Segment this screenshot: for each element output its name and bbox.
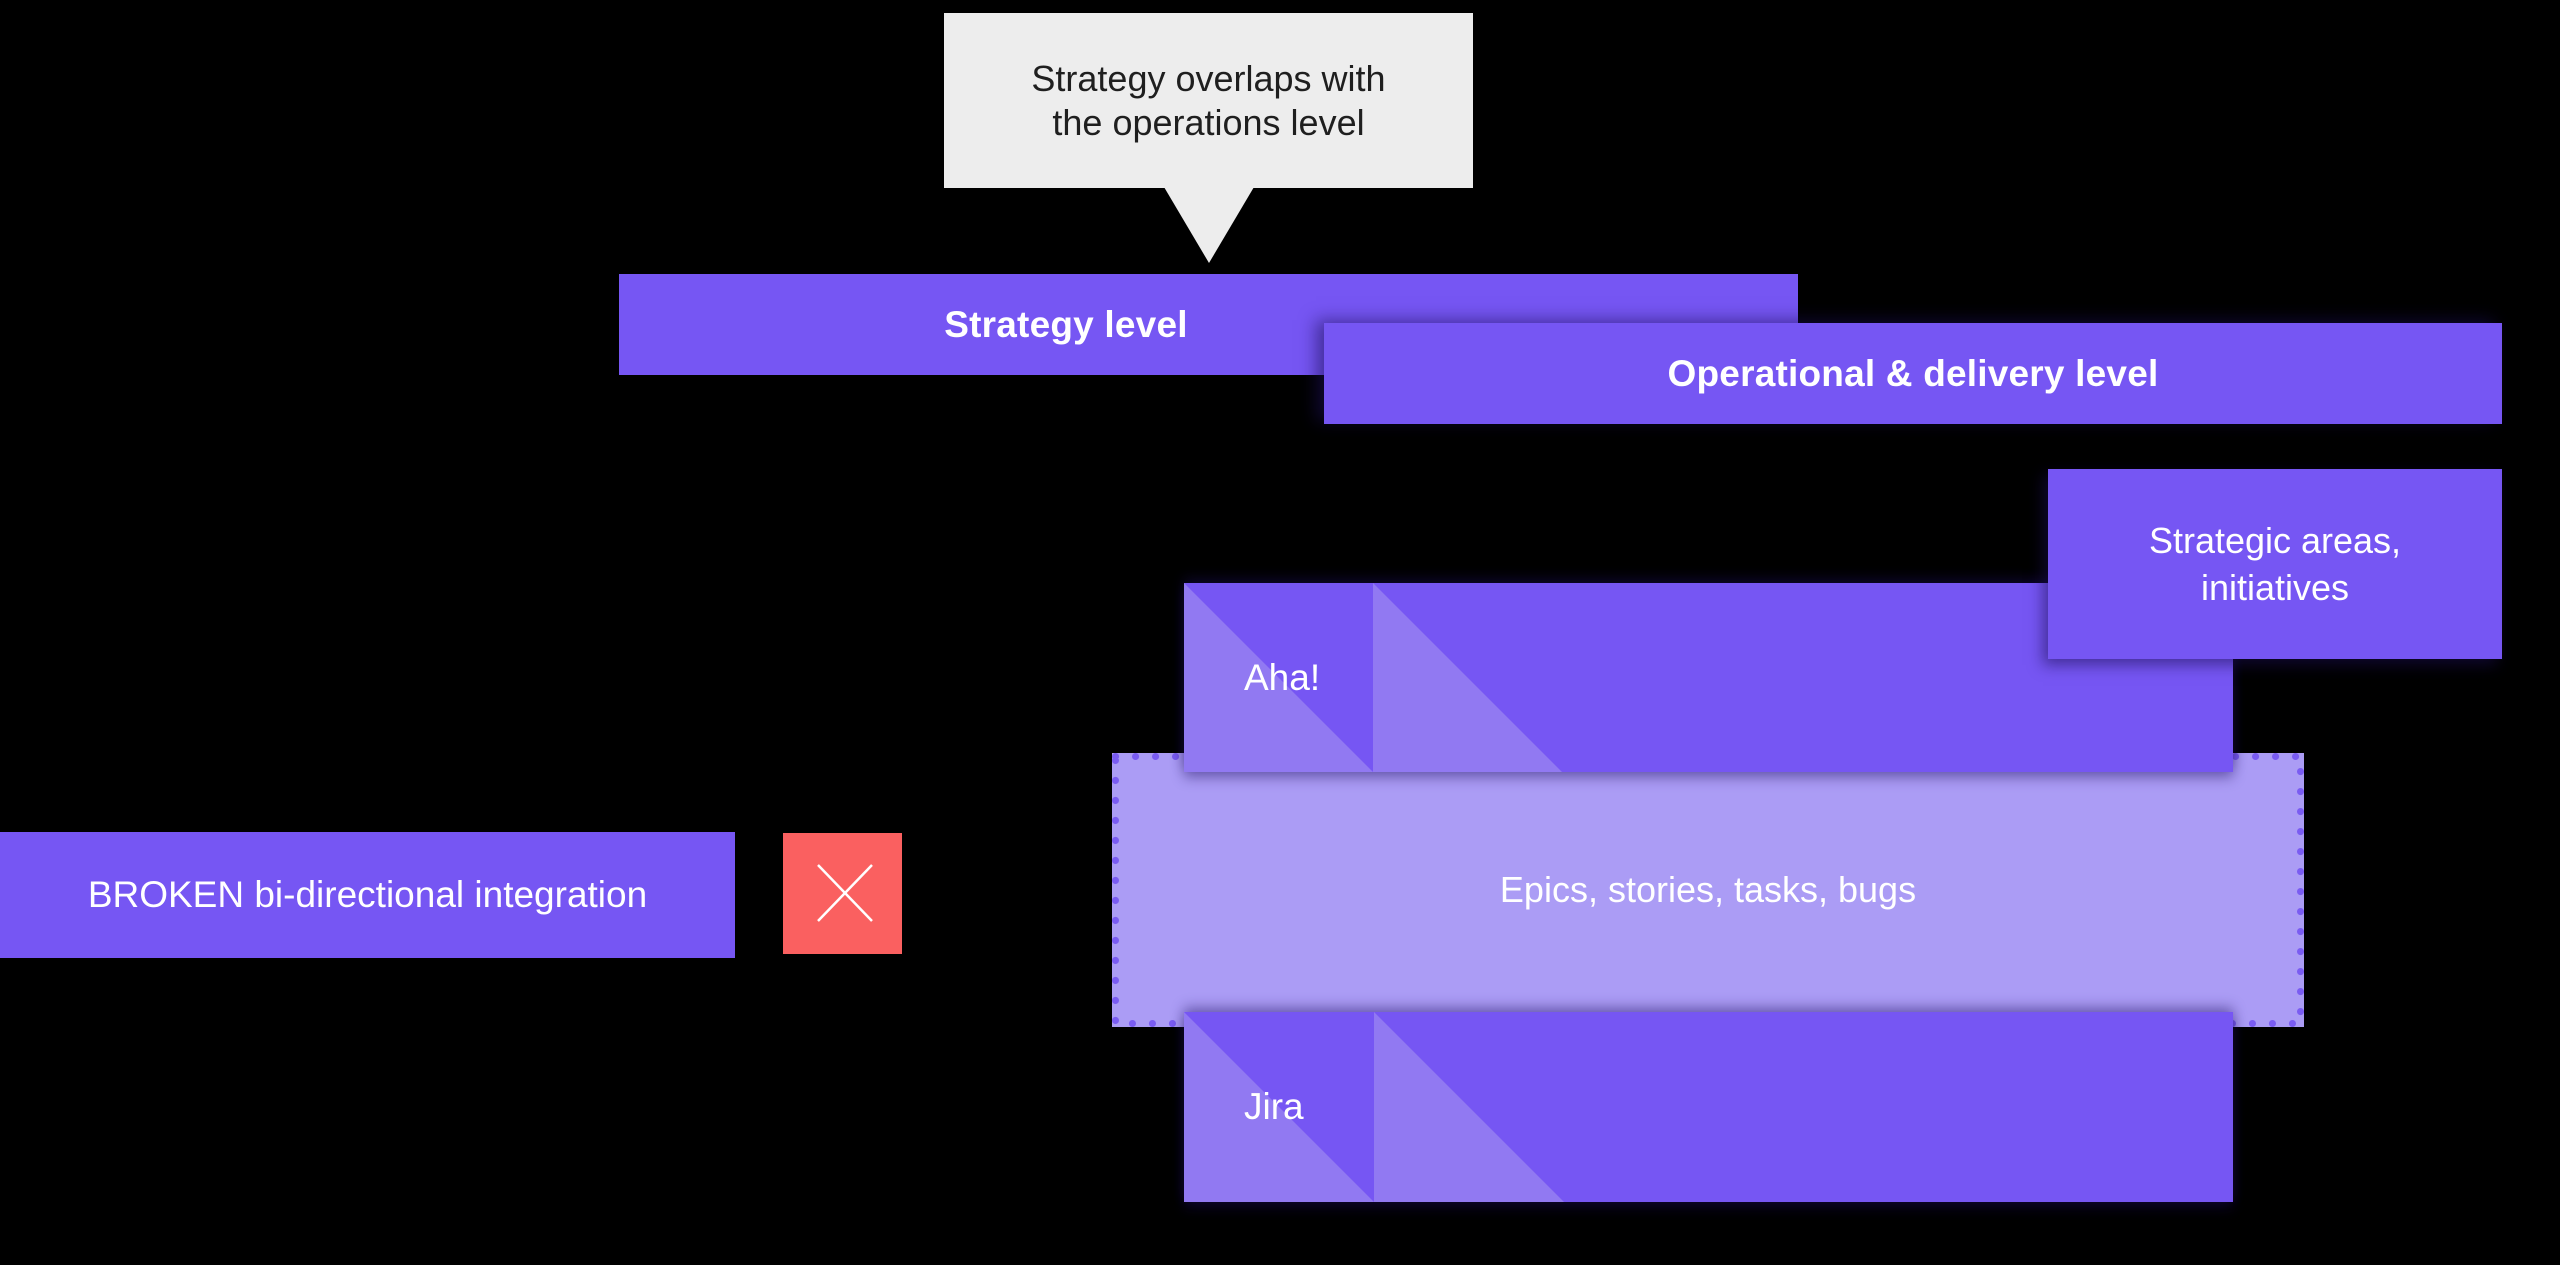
operational-level-label: Operational & delivery level bbox=[1667, 352, 2159, 394]
broken-x-icon bbox=[817, 864, 873, 922]
epics-dotted-border bbox=[1112, 753, 2304, 1027]
aha-ribbon-graphic bbox=[1184, 583, 1562, 772]
jira-box: Jira bbox=[1184, 1012, 2233, 1202]
callout-bubble-tail bbox=[1164, 187, 1254, 263]
broken-integration-bar: BROKEN bi-directional integration bbox=[0, 832, 735, 958]
epics-label: Epics, stories, tasks, bugs bbox=[1499, 869, 1917, 910]
jira-label: Jira bbox=[1244, 1086, 1304, 1127]
epics-box: Epics, stories, tasks, bugs bbox=[1112, 753, 2304, 1027]
callout-text-line2: the operations level bbox=[1052, 101, 1365, 143]
callout-bubble: Strategy overlaps with the operations le… bbox=[944, 13, 1473, 188]
strategy-level-label: Strategy level bbox=[944, 303, 1188, 345]
broken-x-box bbox=[783, 833, 902, 954]
jira-ribbon-graphic bbox=[1184, 1012, 1564, 1202]
aha-label: Aha! bbox=[1244, 656, 1321, 698]
strategic-areas-label-line2: initiatives bbox=[2200, 567, 2350, 608]
strategic-areas-label-line1: Strategic areas, bbox=[2148, 520, 2402, 561]
broken-integration-label: BROKEN bi-directional integration bbox=[87, 874, 648, 915]
operational-level-bar: Operational & delivery level bbox=[1324, 323, 2502, 424]
callout-text-line1: Strategy overlaps with bbox=[1031, 57, 1386, 99]
strategic-areas-box: Strategic areas, initiatives bbox=[2048, 469, 2502, 659]
